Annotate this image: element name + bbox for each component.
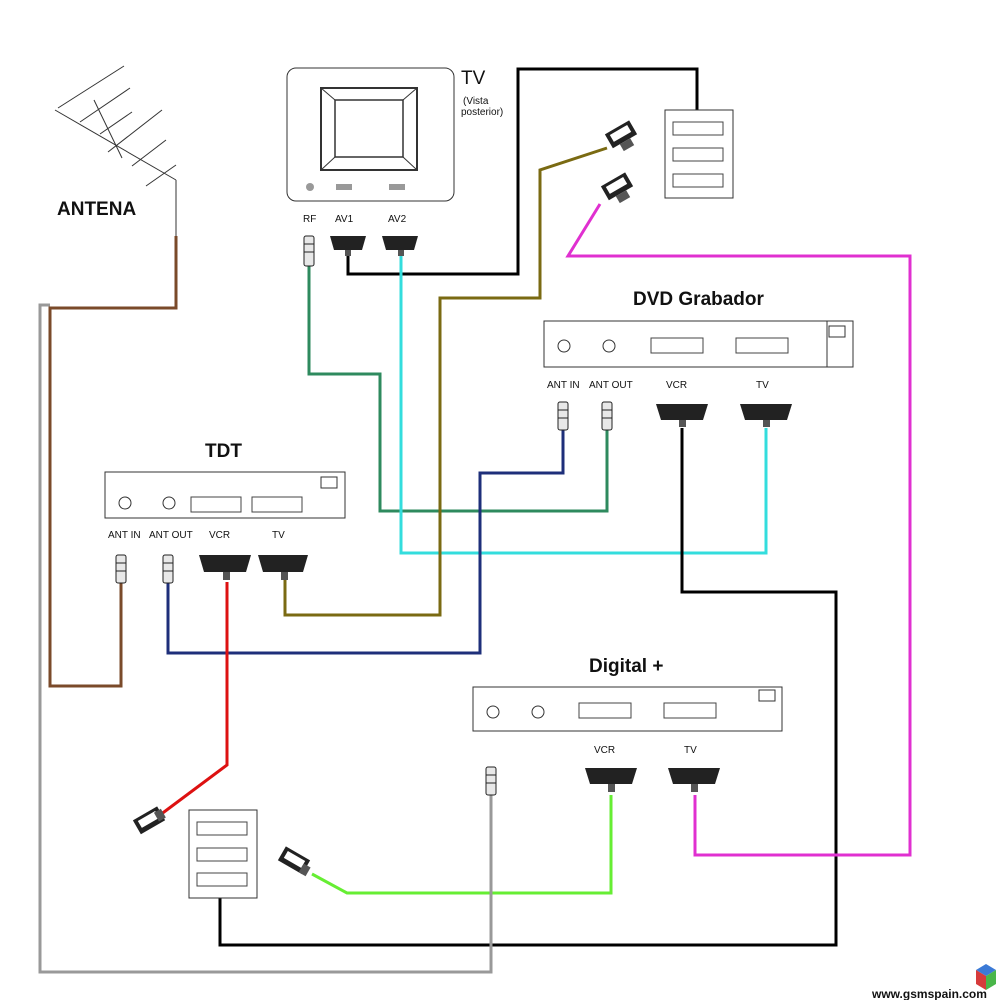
tv-subtitle-line1: (Vista bbox=[463, 96, 489, 107]
wire-tv-av1 bbox=[346, 67, 699, 276]
tdt-title: TDT bbox=[205, 441, 242, 462]
antenna-label: ANTENA bbox=[57, 199, 136, 220]
tv-av2-scart-plug bbox=[382, 236, 418, 256]
scart-splitter-bottom bbox=[188, 809, 258, 899]
wire-digital-ant bbox=[38, 303, 493, 974]
digital-device bbox=[472, 686, 783, 732]
wire-digital-vcr bbox=[311, 795, 613, 895]
tdt-vcr-scart-plug bbox=[199, 555, 251, 580]
dvd-vcr-label: VCR bbox=[666, 380, 687, 391]
wire-tdt-tv-out bbox=[283, 146, 608, 617]
tdt-ant-out-label: ANT OUT bbox=[149, 530, 193, 541]
digital-tv-label: TV bbox=[684, 745, 697, 756]
digital-title: Digital + bbox=[589, 656, 663, 677]
tv-av1-slot bbox=[336, 184, 352, 190]
splitter-bottom-plug-left bbox=[132, 806, 166, 835]
digital-tv-scart-plug bbox=[668, 768, 720, 792]
watermark-logo bbox=[976, 964, 996, 990]
tv-device bbox=[286, 67, 455, 202]
tdt-vcr-label: VCR bbox=[209, 530, 230, 541]
tv-subtitle-line2: posterior) bbox=[461, 107, 503, 118]
antenna bbox=[54, 65, 177, 236]
wire-tv-av2 bbox=[399, 255, 768, 555]
tv-indicator-dot bbox=[306, 183, 314, 191]
wire-dvd-vcr bbox=[218, 428, 838, 947]
tdt-tv-label: TV bbox=[272, 530, 285, 541]
wire-digital-tv bbox=[565, 203, 912, 857]
dvd-ant-in-plug bbox=[557, 401, 569, 431]
watermark-text: www.gsmspain.com bbox=[871, 987, 987, 1000]
tv-rf-plug bbox=[303, 235, 315, 267]
wire-tdt-vcr bbox=[159, 582, 229, 817]
splitter-top-plug-upper bbox=[604, 120, 638, 152]
dvd-tv-label: TV bbox=[756, 380, 769, 391]
tdt-ant-in-label: ANT IN bbox=[108, 530, 141, 541]
digital-vcr-scart-plug bbox=[585, 768, 637, 792]
wire-tdt-ant-out bbox=[166, 430, 565, 655]
tdt-ant-in-plug bbox=[115, 554, 127, 584]
scart-splitter-top bbox=[664, 109, 734, 199]
digital-vcr-label: VCR bbox=[594, 745, 615, 756]
wire-tv-rf bbox=[307, 265, 609, 513]
tv-av2-label: AV2 bbox=[388, 214, 407, 225]
tdt-device bbox=[104, 471, 346, 519]
splitter-bottom-plug-right bbox=[277, 846, 311, 877]
dvd-ant-out-label: ANT OUT bbox=[589, 380, 633, 391]
splitter-top-plug-lower bbox=[600, 172, 634, 204]
tdt-ant-out-plug bbox=[162, 554, 174, 584]
dvd-title: DVD Grabador bbox=[633, 289, 765, 310]
dvd-ant-in-label: ANT IN bbox=[547, 380, 580, 391]
tv-av1-scart-plug bbox=[330, 236, 366, 256]
dvd-vcr-scart-plug bbox=[656, 404, 708, 427]
digital-ant-plug bbox=[485, 766, 497, 796]
tdt-tv-scart-plug bbox=[258, 555, 308, 580]
wire-antenna-feed bbox=[48, 236, 178, 688]
dvd-ant-out-plug bbox=[601, 401, 613, 431]
tv-rf-label: RF bbox=[303, 214, 316, 225]
dvd-tv-scart-plug bbox=[740, 404, 792, 427]
tv-av1-label: AV1 bbox=[335, 214, 354, 225]
tv-av2-slot bbox=[389, 184, 405, 190]
dvd-device bbox=[543, 320, 854, 368]
tv-title: TV bbox=[461, 68, 486, 89]
